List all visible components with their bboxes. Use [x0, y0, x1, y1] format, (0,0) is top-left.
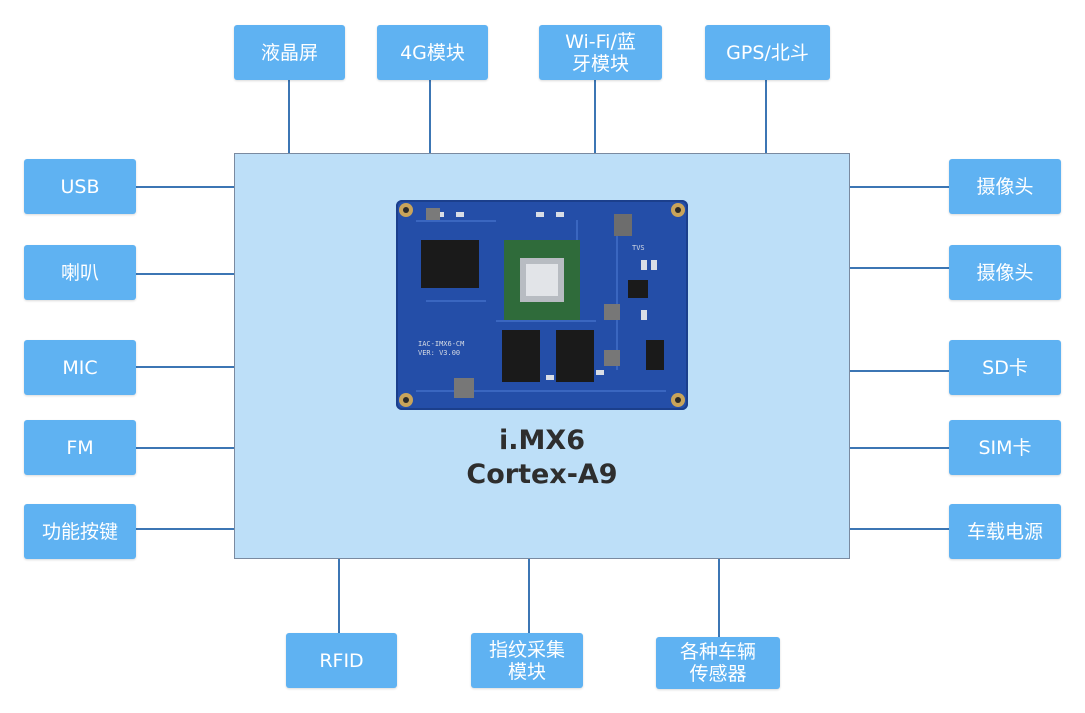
connector-wifi [594, 80, 596, 153]
connector-speaker [136, 273, 234, 275]
core-board-illustration: IAC-IMX6-CM VER: V3.00 TVS [399, 203, 685, 407]
box-rfid: RFID [286, 633, 397, 688]
box-lcd: 液晶屏 [234, 25, 345, 80]
box-vehicle-power-label: 车载电源 [966, 520, 1043, 543]
connector-camera-1 [850, 186, 949, 188]
connector-sim [850, 447, 949, 449]
board-version-label: VER: V3.00 [418, 349, 460, 357]
box-gps: GPS/北斗 [705, 25, 830, 80]
box-camera-2: 摄像头 [949, 245, 1061, 300]
box-4g-module: 4G模块 [377, 25, 488, 80]
box-lcd-label: 液晶屏 [260, 41, 318, 64]
connector-lcd [288, 80, 290, 153]
core-title-line-1: i.MX6 [499, 425, 585, 456]
box-speaker-label: 喇叭 [60, 261, 99, 284]
connector-power [850, 528, 949, 530]
box-usb: USB [24, 159, 136, 214]
box-fm: FM [24, 420, 136, 475]
box-4g-module-label: 4G模块 [400, 41, 465, 64]
box-wifi-bt-module-label-1: Wi-Fi/蓝 [565, 30, 636, 53]
box-vehicle-sensors-label-1: 各种车辆 [679, 641, 756, 663]
box-sim-card: SIM卡 [949, 420, 1061, 475]
connector-sd [850, 370, 949, 372]
box-sd-card-label: SD卡 [982, 356, 1028, 379]
board-model-label: IAC-IMX6-CM [418, 340, 464, 348]
box-fm-label: FM [66, 436, 94, 459]
box-vehicle-sensors: 各种车辆 传感器 [656, 637, 780, 689]
connector-gps [765, 80, 767, 153]
box-vehicle-power: 车载电源 [949, 504, 1061, 559]
box-sim-card-label: SIM卡 [978, 436, 1032, 459]
connector-fingerprint [528, 559, 530, 633]
box-camera-2-label: 摄像头 [976, 261, 1034, 284]
connector-mic [136, 366, 234, 368]
box-fingerprint-module-label-1: 指纹采集 [488, 638, 565, 661]
box-fingerprint-module: 指纹采集 模块 [471, 633, 583, 688]
box-rfid-label: RFID [319, 649, 364, 672]
connector-camera-2 [850, 267, 949, 269]
connector-sensors [718, 559, 720, 637]
box-gps-label: GPS/北斗 [726, 41, 809, 64]
box-mic: MIC [24, 340, 136, 395]
connector-fm [136, 447, 234, 449]
core-title-line-2: Cortex-A9 [466, 459, 618, 490]
box-wifi-bt-module-label-2: 牙模块 [571, 52, 629, 75]
box-function-keys-label: 功能按键 [41, 520, 118, 543]
box-mic-label: MIC [62, 356, 98, 379]
board-tvs-label: TVS [632, 244, 645, 252]
box-vehicle-sensors-label-2: 传感器 [689, 663, 747, 685]
box-fingerprint-module-label-2: 模块 [507, 660, 546, 683]
core-title: i.MX6 Cortex-A9 [234, 424, 850, 492]
box-wifi-bt-module: Wi-Fi/蓝 牙模块 [539, 25, 662, 80]
box-speaker: 喇叭 [24, 245, 136, 300]
box-sd-card: SD卡 [949, 340, 1061, 395]
box-camera-1-label: 摄像头 [976, 175, 1034, 198]
connector-rfid [338, 559, 340, 633]
connector-4g [429, 80, 431, 153]
core-board-image: IAC-IMX6-CM VER: V3.00 TVS [396, 200, 688, 410]
box-camera-1: 摄像头 [949, 159, 1061, 214]
box-function-keys: 功能按键 [24, 504, 136, 559]
connector-keys [136, 528, 234, 530]
box-usb-label: USB [60, 175, 100, 198]
connector-usb [136, 186, 234, 188]
